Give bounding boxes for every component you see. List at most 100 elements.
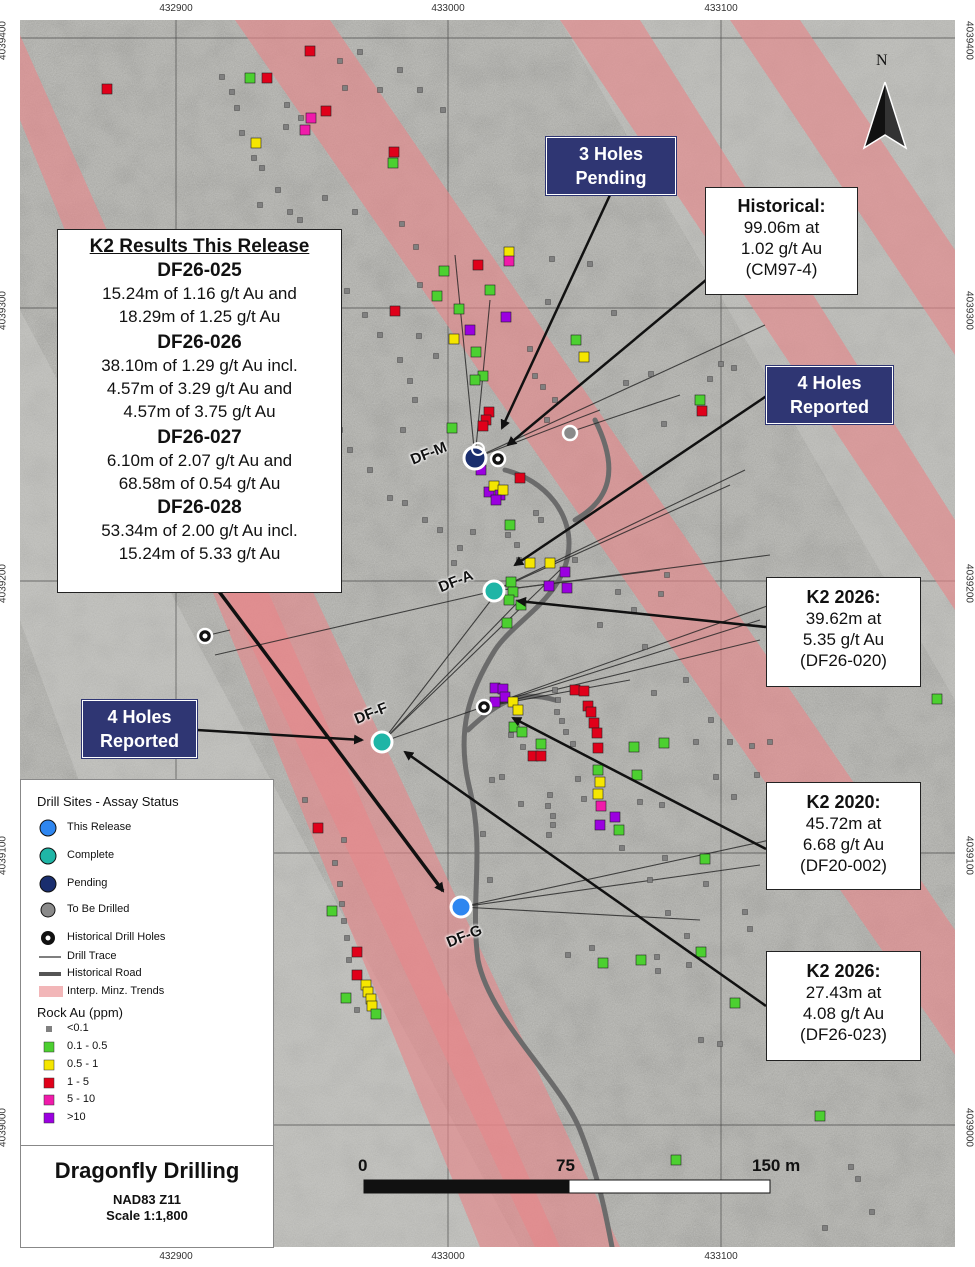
easting-label-top: 433000: [431, 3, 465, 14]
rock-sample-lt01: [642, 644, 648, 650]
rock-sample: [729, 997, 741, 1009]
legend-item: <0.1: [67, 1022, 89, 1034]
rock-sample-lt01: [508, 732, 514, 738]
rock-sample: [351, 969, 363, 981]
rock-sample-lt01: [284, 102, 290, 108]
rock-sample-lt01: [683, 677, 689, 683]
results-box: K2 Results This Release DF26-025 15.24m …: [57, 229, 342, 593]
rock-sample-lt01: [283, 124, 289, 130]
legend-drill-title: Drill Sites - Assay Status: [37, 794, 179, 809]
rock-sample-lt01: [322, 195, 328, 201]
legend-item: 0.1 - 0.5: [67, 1040, 108, 1052]
rock-sample-lt01: [654, 954, 660, 960]
callout-line: (CM97-4): [745, 260, 818, 279]
site-df-g-this-release[interactable]: [449, 895, 473, 919]
easting-label-bottom: 433100: [704, 1251, 738, 1262]
rock-sample-lt01: [546, 832, 552, 838]
rock-sample: [609, 811, 621, 823]
scale-bar: [363, 1179, 771, 1194]
pending-callout-line: Pending: [575, 168, 647, 188]
rock-sample-lt01: [347, 447, 353, 453]
rock-sample: [524, 557, 536, 569]
rock-sample-lt01: [239, 130, 245, 136]
rock-sample-lt01: [412, 397, 418, 403]
rock-sample: [569, 684, 581, 696]
rock-sample-lt01: [234, 105, 240, 111]
northing-label-left: 4039400: [0, 21, 9, 60]
legend-rock-title: Rock Au (ppm): [37, 1005, 123, 1020]
drill-sites: [196, 424, 579, 919]
rock-sample: [699, 853, 711, 865]
rock-sample: [472, 259, 484, 271]
rock-sample: [469, 374, 481, 386]
rock-sample-lt01: [572, 557, 578, 563]
rock-sample: [512, 704, 524, 716]
rock-sample-lt01: [437, 527, 443, 533]
scale-label-150: 150 m: [752, 1156, 801, 1175]
rock-sample-lt01: [869, 1209, 875, 1215]
callout-head: K2 2020:: [806, 792, 881, 812]
rock-sample-lt01: [559, 718, 565, 724]
legend-item: 1 - 5: [67, 1076, 90, 1088]
pending-callout: 3 Holes Pending: [546, 137, 676, 195]
site-df-f-complete[interactable]: [370, 730, 394, 754]
rock-sample: [438, 265, 450, 277]
rock-sample: [588, 717, 600, 729]
rock-sample-lt01: [287, 209, 293, 215]
rock-sample-lt01: [354, 1007, 360, 1013]
scale-label-0: 0: [358, 1156, 368, 1175]
rock-sample: [535, 738, 547, 750]
map-title-box: Dragonfly Drilling NAD83 Z11 Scale 1:1,8…: [20, 1145, 274, 1248]
hole-result-line: 18.29m of 1.25 g/t Au: [118, 307, 281, 326]
rock-sample-lt01: [575, 776, 581, 782]
arrow-results: [198, 564, 445, 893]
rock-sample: [320, 105, 332, 117]
rock-sample-lt01: [589, 945, 595, 951]
rock-sample: [543, 580, 555, 592]
rock-sample-lt01: [767, 739, 773, 745]
rock-sample-lt01: [387, 495, 393, 501]
hole-name: DF26-028: [157, 497, 242, 518]
arrow-reported-b: [196, 728, 364, 745]
legend-symbols: [39, 819, 63, 1124]
northing-label-left: 4039200: [0, 564, 9, 603]
arrow-pending: [500, 194, 612, 430]
legend-this-release-icon: [39, 819, 57, 837]
rock-sample-lt01: [505, 532, 511, 538]
rock-sample: [814, 1110, 826, 1122]
rock-sample: [370, 1008, 382, 1020]
rock-sample: [658, 737, 670, 749]
rock-sample-lt01: [651, 690, 657, 696]
site-df-m-pending[interactable]: [462, 445, 488, 471]
rock-sample-lt01: [367, 467, 373, 473]
rock-sample-lt01: [413, 244, 419, 250]
rock-sample-lt01: [717, 1041, 723, 1047]
rock-sample-lt01: [527, 346, 533, 352]
rock-sample: [670, 1154, 682, 1166]
rock-sample: [504, 519, 516, 531]
rock-sample: [299, 124, 311, 136]
callout-line: 99.06m at: [743, 218, 820, 237]
legend-r1-5-icon: [43, 1077, 55, 1089]
rock-sample-lt01: [422, 517, 428, 523]
rock-sample: [250, 137, 262, 149]
rock-sample-lt01: [275, 187, 281, 193]
rock-sample: [696, 405, 708, 417]
rock-sample-lt01: [684, 933, 690, 939]
rock-sample-lt01: [587, 261, 593, 267]
site-df-a-complete[interactable]: [482, 579, 506, 603]
rock-sample: [490, 494, 502, 506]
rock-sample-lt01: [570, 741, 576, 747]
rock-sample-lt01: [440, 107, 446, 113]
rock-sample: [448, 333, 460, 345]
northing-label-left: 4039300: [0, 291, 9, 330]
legend-item: To Be Drilled: [67, 903, 130, 915]
rock-sample-lt01: [532, 373, 538, 379]
map-datum: NAD83 Z11: [113, 1192, 181, 1207]
rock-sample-lt01: [661, 421, 667, 427]
north-arrow-icon: [862, 81, 908, 150]
rock-sample: [387, 157, 399, 169]
rock-sample-lt01: [552, 687, 558, 693]
to-be-drilled-hole[interactable]: [561, 424, 579, 442]
rock-sample-lt01: [341, 918, 347, 924]
